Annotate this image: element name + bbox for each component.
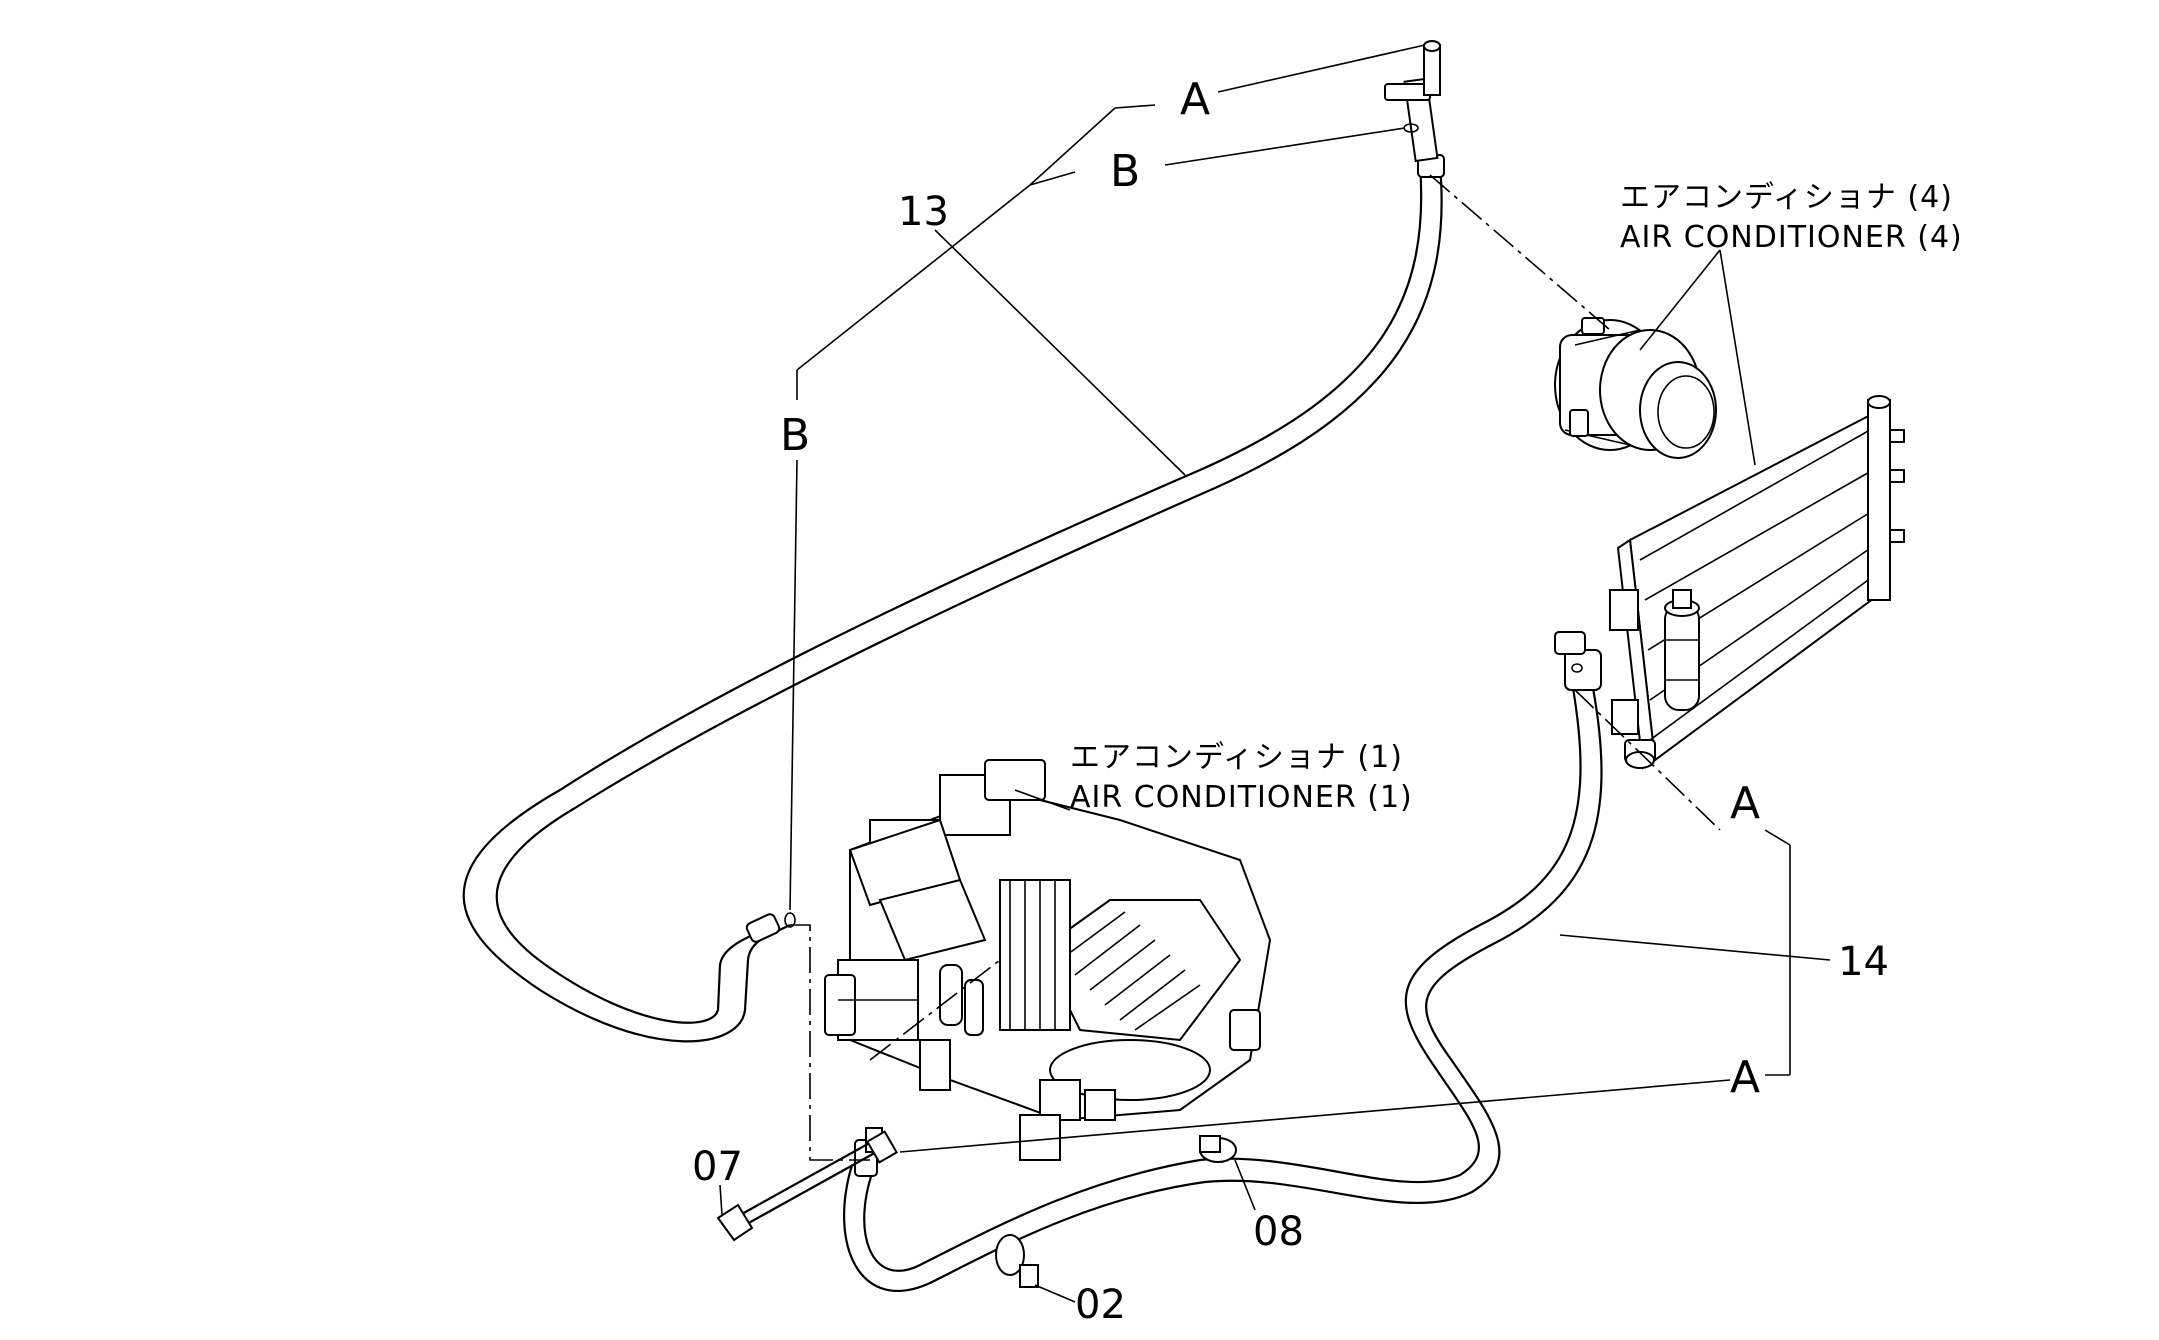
part-number-02: 02 (1075, 1282, 1126, 1328)
leader-lines (719, 44, 1831, 1303)
part-number-13: 13 (898, 189, 949, 235)
part-number-08: 08 (1253, 1209, 1304, 1255)
bolt-07 (716, 1130, 899, 1242)
caption-ac4-english: AIR CONDITIONER (4) (1620, 220, 1963, 255)
part-number-14: 14 (1838, 939, 1889, 985)
hose-13 (462, 40, 1445, 1043)
compressor-unit (1554, 317, 1717, 459)
callout-letter-a-right-lower: A (1730, 1052, 1760, 1103)
caption-ac1-english: AIR CONDITIONER (1) (1070, 780, 1413, 815)
callout-letter-b-top: B (1110, 146, 1140, 197)
condenser-unit (1609, 395, 1905, 770)
callout-letter-b-left: B (780, 410, 810, 461)
caption-ac1-japanese: エアコンディショナ (1) (1070, 740, 1403, 775)
caption-ac4-japanese: エアコンディショナ (4) (1620, 180, 1953, 215)
clamp-08 (1199, 1135, 1237, 1163)
callout-letter-a-right-upper: A (1730, 778, 1760, 829)
clamp-02 (995, 1234, 1039, 1288)
hose-14 (843, 631, 1603, 1292)
hvac-unit (824, 759, 1272, 1161)
part-number-07: 07 (692, 1144, 743, 1190)
callout-letter-a-top: A (1180, 74, 1210, 125)
